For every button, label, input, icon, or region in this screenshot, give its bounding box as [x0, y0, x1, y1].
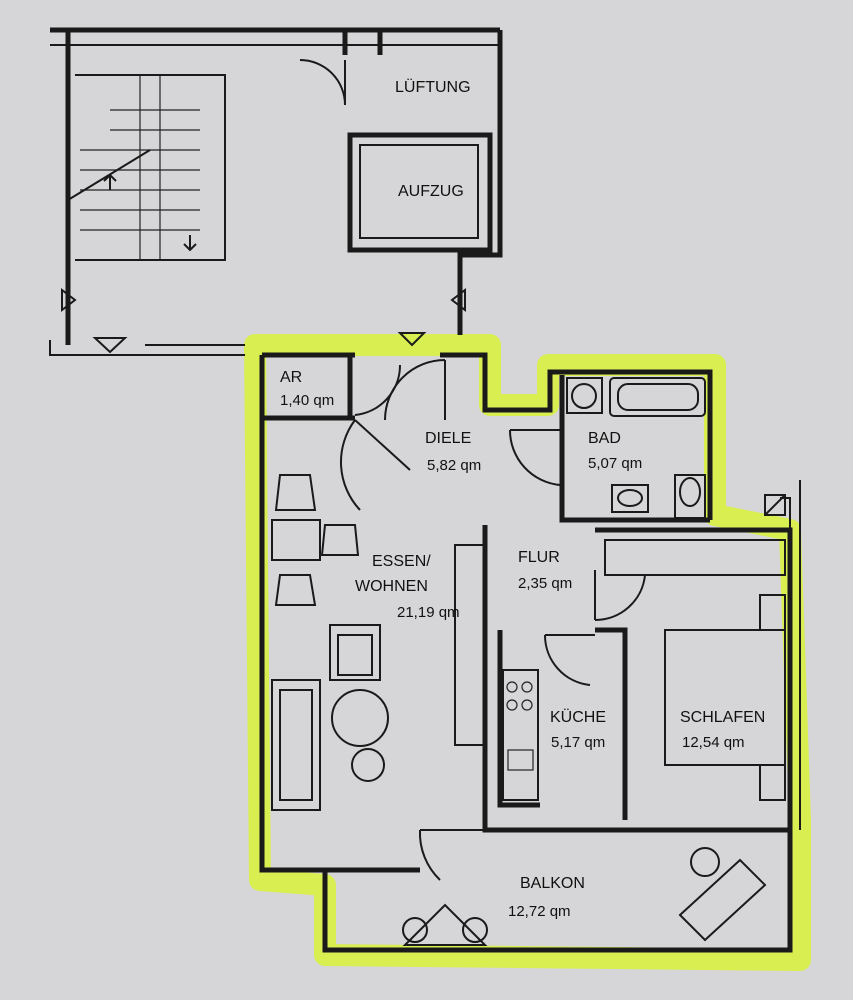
room-label-essen-line1: ESSEN/: [372, 553, 431, 570]
room-label-balkon: BALKON: [520, 875, 585, 892]
room-area-balkon: 12,72 qm: [508, 903, 571, 920]
bathroom-fixtures: [566, 377, 706, 519]
armchair: [329, 624, 381, 681]
double-bed: [664, 594, 786, 801]
room-label-schlafen: SCHLAFEN: [680, 709, 765, 726]
room-label-essen-line2: WOHNEN: [355, 578, 428, 595]
coffee-table: [331, 689, 389, 782]
room-area-essen: 21,19 qm: [397, 604, 460, 621]
stairwell: [49, 27, 503, 356]
shaft-block: [299, 30, 493, 253]
room-area-ar: 1,40 qm: [280, 392, 334, 409]
apartment-walls: [259, 352, 801, 953]
balcony-furniture: [402, 847, 767, 946]
room-label-bad: BAD: [588, 430, 621, 447]
kitchen-counter: [502, 669, 539, 801]
room-area-kueche: 5,17 qm: [551, 734, 605, 751]
room-area-flur: 2,35 qm: [518, 575, 572, 592]
doors: [339, 359, 646, 881]
sideboard: [454, 544, 486, 746]
room-label-kueche: KÜCHE: [550, 708, 606, 726]
room-label-flur: FLUR: [518, 549, 560, 566]
dining-set: [271, 474, 360, 606]
room-label-lueftung: LÜFTUNG: [395, 78, 471, 96]
room-label-ar: AR: [280, 369, 302, 386]
room-label-diele: DIELE: [425, 430, 471, 447]
room-area-diele: 5,82 qm: [427, 457, 481, 474]
room-label-aufzug: AUFZUG: [398, 183, 464, 200]
room-area-schlafen: 12,54 qm: [682, 734, 745, 751]
room-area-bad: 5,07 qm: [588, 455, 642, 472]
sofa: [271, 679, 321, 811]
